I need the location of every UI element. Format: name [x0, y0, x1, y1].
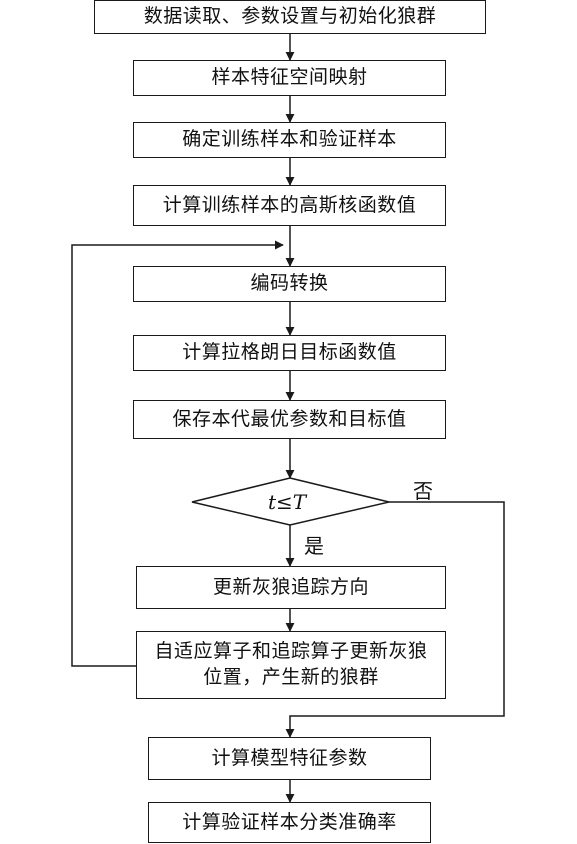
step-gaussian-kernel: 计算训练样本的高斯核函数值	[133, 185, 446, 226]
step-validation-accuracy: 计算验证样本分类准确率	[148, 802, 431, 843]
step-init: 数据读取、参数设置与初始化狼群	[94, 0, 486, 34]
step-model-parameters: 计算模型特征参数	[148, 737, 431, 780]
step-split-samples: 确定训练样本和验证样本	[133, 122, 446, 158]
decision-diamond	[191, 477, 390, 526]
step-update-position: 自适应算子和追踪算子更新灰狼位置，产生新的狼群	[136, 631, 446, 699]
step-encoding: 编码转换	[133, 266, 446, 302]
step-update-direction: 更新灰狼追踪方向	[136, 566, 446, 609]
loop-back-line	[71, 240, 284, 667]
step-lagrange-objective: 计算拉格朗日目标函数值	[133, 335, 446, 371]
decision-condition: t≤T	[268, 490, 307, 514]
decision-yes-label: 是	[304, 534, 324, 558]
step-feature-mapping: 样本特征空间映射	[133, 60, 446, 96]
decision-no-label: 否	[413, 479, 433, 503]
step-save-best: 保存本代最优参数和目标值	[133, 400, 446, 439]
no-branch-line	[285, 501, 505, 738]
